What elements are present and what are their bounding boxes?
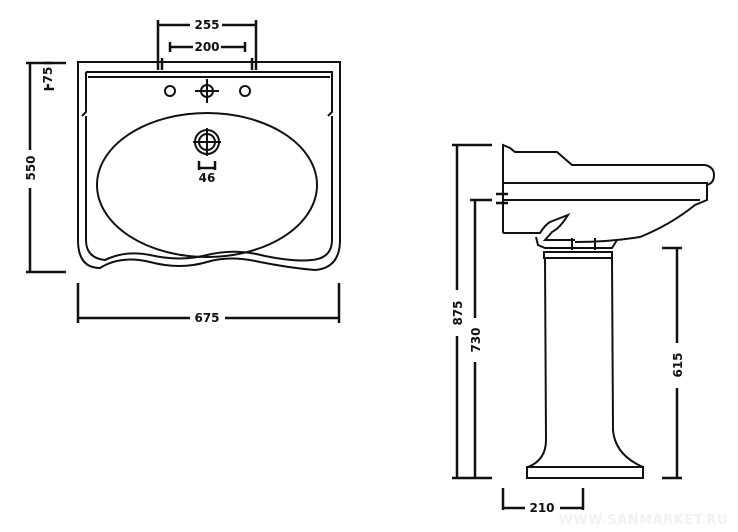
watermark: WWW.SANMARKET.RU	[558, 513, 728, 528]
front-view-basin	[77, 61, 341, 272]
dim-730-label: 730	[469, 327, 483, 352]
dim-210-label: 210	[529, 501, 554, 515]
dim-875-label: 875	[451, 300, 465, 325]
tap-hole-center	[195, 79, 219, 103]
dim-255-label: 255	[194, 18, 219, 32]
dim-75-label: 75	[41, 67, 55, 84]
dim-550-label: 550	[24, 155, 38, 180]
bowl-outline	[96, 112, 318, 258]
dim-46-label: 46	[199, 171, 216, 185]
front-dimensions: 255 200 550 75 46 675	[24, 18, 341, 325]
side-dimensions: 875 730 615 210	[451, 143, 685, 515]
drain-hole	[193, 128, 221, 156]
dim-615-label: 615	[671, 352, 685, 377]
side-view-basin-pedestal	[502, 143, 716, 479]
tap-hole-left	[164, 85, 176, 97]
dim-200-label: 200	[194, 40, 219, 54]
dim-675-label: 675	[194, 311, 219, 325]
tap-hole-right	[239, 85, 251, 97]
